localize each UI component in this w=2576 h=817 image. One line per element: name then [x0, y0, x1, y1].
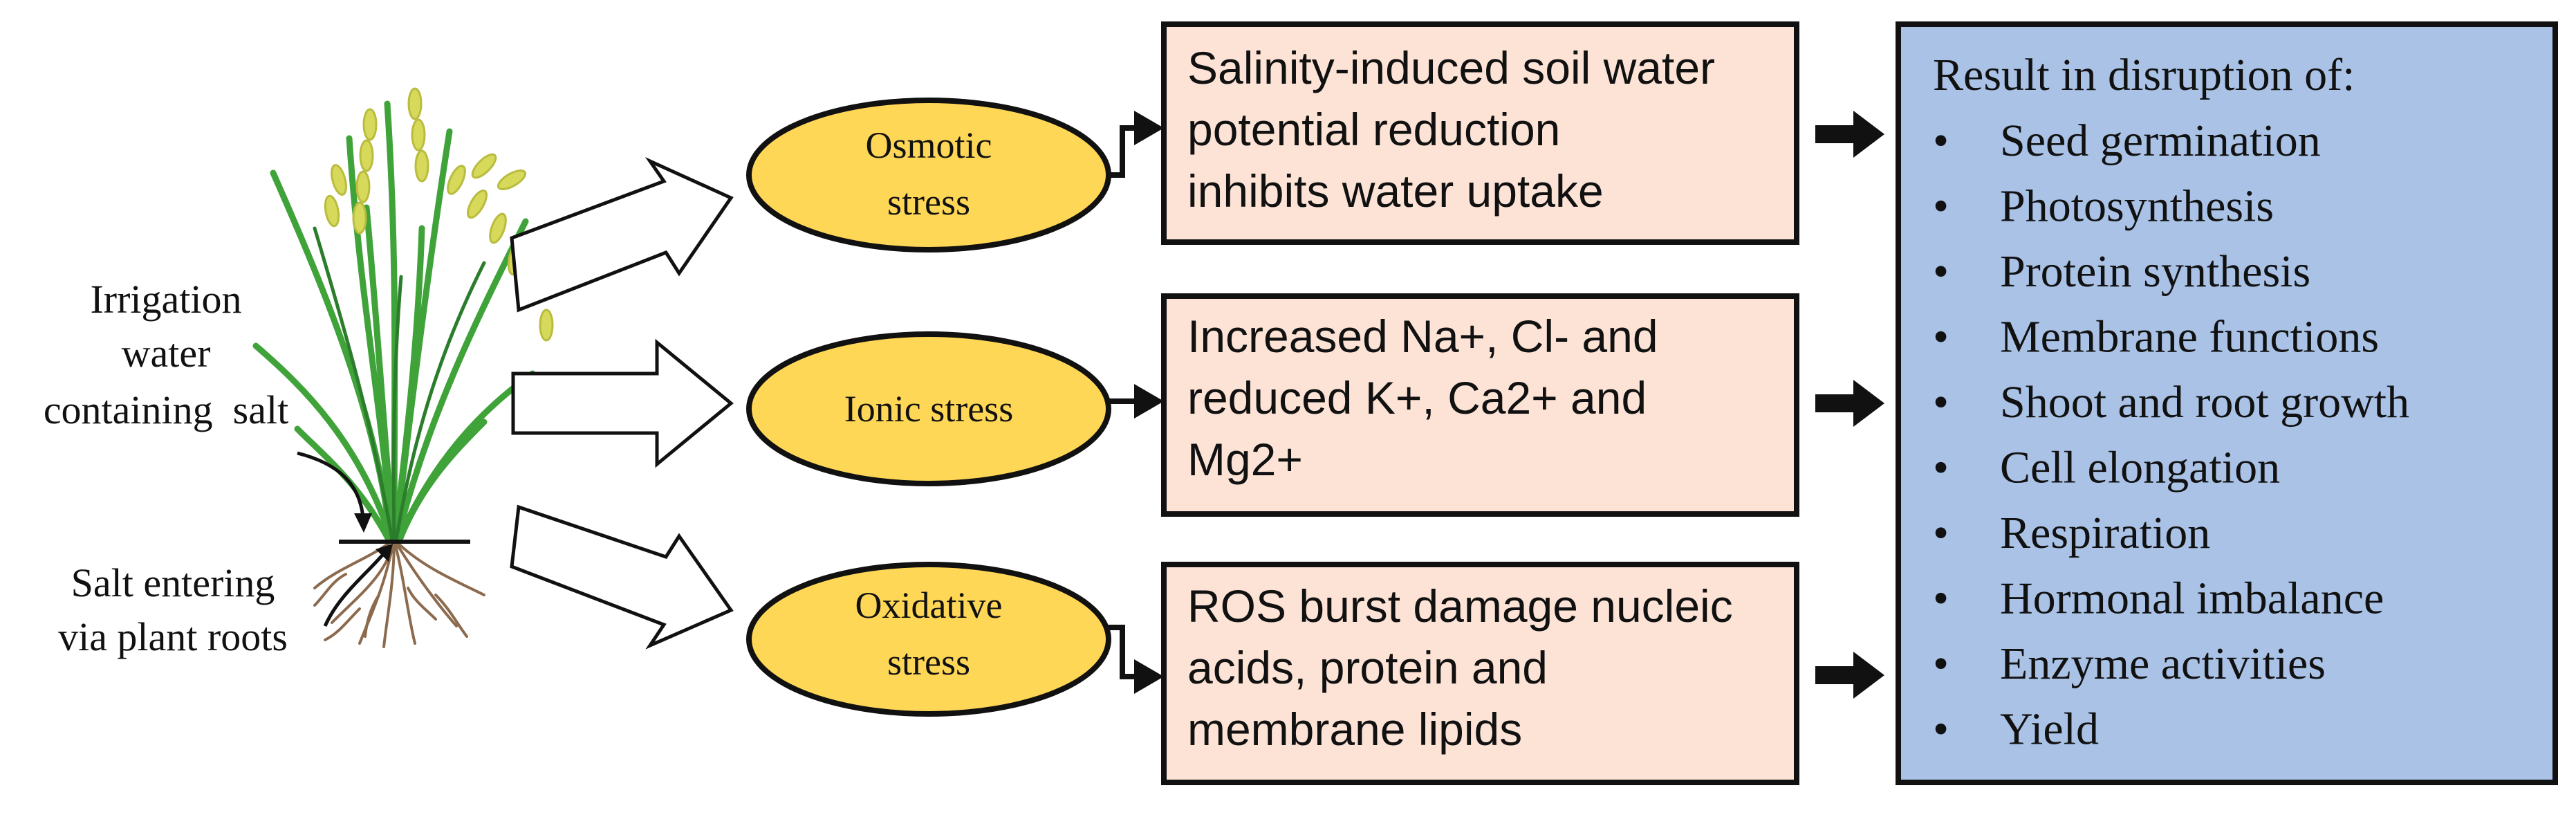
oxidative-connector-head	[1134, 659, 1164, 694]
result-item: Enzyme activities	[2000, 639, 2326, 689]
result-item: Cell elongation	[2000, 443, 2280, 493]
roots-arrowhead	[376, 544, 393, 562]
result-item: Yield	[2000, 704, 2099, 755]
result-bullet: •	[1933, 377, 1949, 428]
result-bullet: •	[1933, 573, 1949, 624]
irrigation-label-line-2: water	[122, 331, 211, 376]
result-bullet: •	[1933, 704, 1949, 755]
result-item: Hormonal imbalance	[2000, 573, 2384, 624]
ionic-stress-ellipse	[746, 331, 1111, 486]
result-box	[1896, 21, 2558, 785]
effect-texts: Salinity-induced soil water potential re…	[1187, 42, 1733, 755]
oxidative-effect-line-2: acids, protein and	[1187, 642, 1548, 693]
plant-roots	[313, 538, 485, 648]
plant-dark-leaves	[313, 226, 486, 542]
result-bullet: •	[1933, 116, 1949, 166]
result-bullet: •	[1933, 443, 1949, 493]
roots-arrow	[323, 552, 385, 627]
oxidative-effect-line-3: membrane lipids	[1187, 704, 1522, 755]
osmotic-effect-line-1: Salinity-induced soil water	[1187, 42, 1715, 93]
result-bullet: •	[1933, 639, 1949, 689]
oxidative-connector	[1109, 625, 1138, 679]
ellipse-connectors	[1109, 125, 1138, 679]
osmotic-stress-label-2: stress	[887, 181, 970, 223]
osmotic-effect-box	[1161, 21, 1799, 245]
effect-boxes	[1161, 21, 1799, 785]
result-bullet: •	[1933, 508, 1949, 558]
osmotic-effect-line-3: inhibits water uptake	[1187, 165, 1604, 217]
result-item: Photosynthesis	[2000, 181, 2274, 232]
result-bullet: •	[1933, 246, 1949, 297]
result-bullet: •	[1933, 181, 1949, 232]
stress-block-arrows	[510, 157, 734, 650]
result-arrow-1	[1815, 111, 1884, 158]
plant-grain-heads	[324, 87, 554, 342]
stress-ellipses	[746, 98, 1111, 717]
osmotic-connector-head	[1134, 111, 1164, 145]
block-arrow-oxidative	[510, 504, 734, 650]
irrigation-arrowhead	[354, 513, 372, 533]
rice-plant-illustration	[252, 87, 554, 648]
oxidative-effect-box	[1161, 562, 1799, 785]
result-item: Seed germination	[2000, 116, 2321, 166]
connector-arrowheads	[1134, 111, 1164, 694]
osmotic-stress-ellipse	[746, 98, 1111, 253]
result-arrow-2	[1815, 380, 1884, 427]
irrigation-label-line-1: Irrigation	[90, 277, 241, 322]
oxidative-stress-ellipse	[746, 562, 1111, 717]
osmotic-stress-label-1: Osmotic	[866, 125, 992, 166]
ionic-effect-line-2: reduced K+, Ca2+ and	[1187, 372, 1647, 423]
block-arrow-osmotic	[510, 157, 734, 313]
block-arrow-ionic	[511, 338, 734, 468]
result-bullet: •	[1933, 312, 1949, 362]
irrigation-label-line-3: containing salt	[44, 387, 288, 432]
result-list: • Seed germination • Photosynthesis • Protein…	[1933, 116, 2409, 755]
roots-label-line-2: via plant roots	[58, 614, 288, 659]
ionic-connector-head	[1134, 384, 1164, 419]
ionic-effect-line-3: Mg2+	[1187, 434, 1303, 485]
roots-label-line-1: Salt entering	[71, 560, 275, 605]
osmotic-effect-line-2: potential reduction	[1187, 104, 1560, 155]
oxidative-stress-label-2: stress	[887, 641, 970, 683]
result-item: Respiration	[2000, 508, 2210, 558]
result-arrows	[1815, 111, 1884, 699]
ionic-effect-box	[1161, 293, 1799, 517]
result-item: Shoot and root growth	[2000, 377, 2409, 428]
ionic-effect-line-1: Increased Na+, Cl- and	[1187, 311, 1658, 362]
ionic-stress-label: Ionic stress	[844, 388, 1013, 430]
irrigation-arrow	[297, 451, 365, 518]
result-arrow-3	[1815, 652, 1884, 699]
result-item: Membrane functions	[2000, 312, 2379, 362]
result-item: Protein synthesis	[2000, 246, 2310, 297]
oxidative-stress-label-1: Oxidative	[855, 585, 1003, 626]
result-title: Result in disruption of:	[1933, 50, 2355, 100]
oxidative-effect-line-1: ROS burst damage nucleic	[1187, 580, 1733, 632]
osmotic-connector	[1109, 125, 1138, 178]
